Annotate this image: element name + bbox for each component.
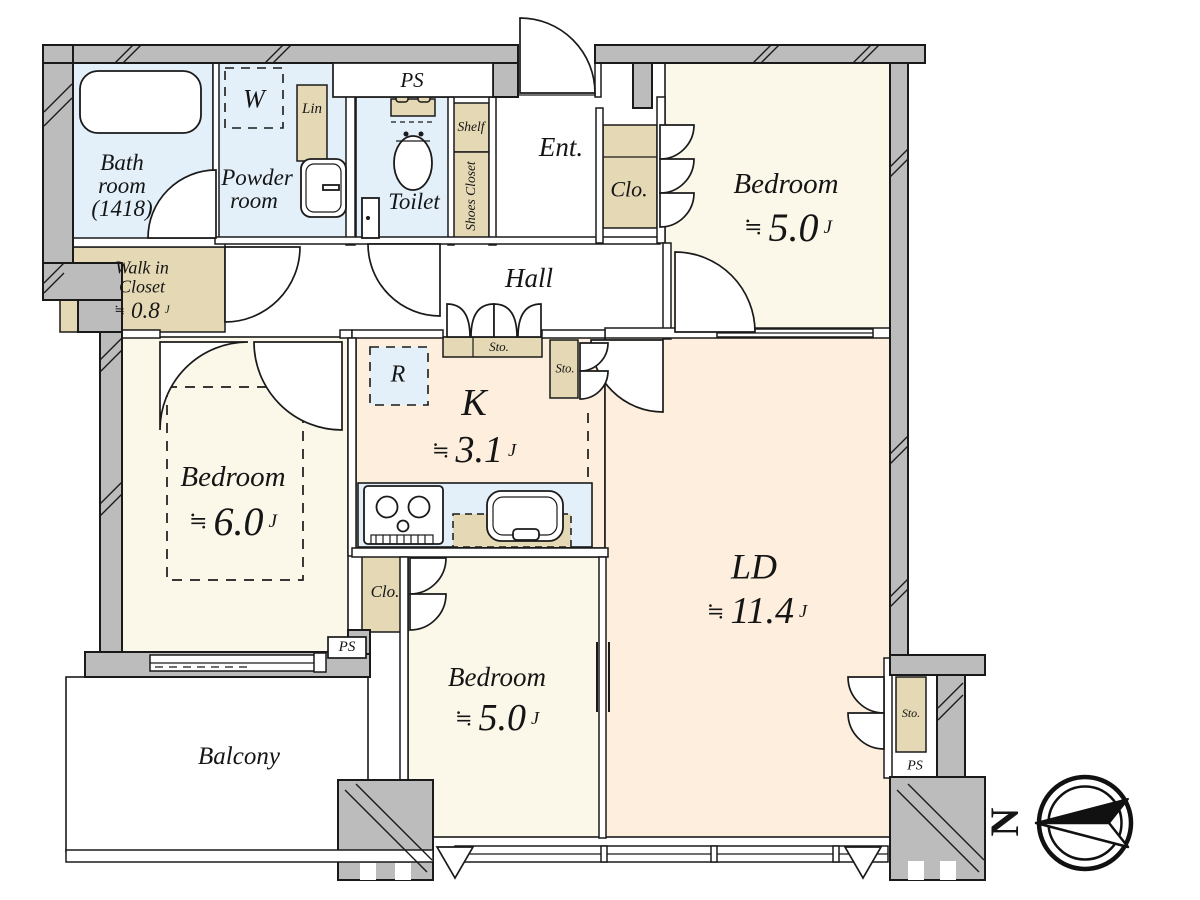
bedroom-s-label: Bedroom <box>448 661 546 692</box>
shelf-label: Shelf <box>457 118 485 134</box>
fixtures <box>79 67 589 581</box>
wic-label-1: Walk in <box>115 257 169 278</box>
wall-top-right <box>594 44 926 64</box>
storage-se-folding-doors <box>847 676 885 750</box>
window-flag-right <box>843 846 883 880</box>
wall-hatching <box>43 44 985 873</box>
compass-north-label: N <box>982 807 1028 837</box>
ps-sw-box <box>327 636 367 659</box>
window-flag-left <box>435 846 475 880</box>
bathtub <box>79 70 202 134</box>
kitchen-sink <box>486 490 564 542</box>
pipe-space-boxes <box>327 62 494 659</box>
bath-door <box>147 169 217 239</box>
doors <box>147 17 885 750</box>
wall-left-upper <box>42 62 74 264</box>
storage-se-box <box>895 676 927 753</box>
shoes-closet-label: Shoes Closet <box>462 161 478 231</box>
powder-room-label-2: room <box>230 188 278 214</box>
toilet-label: Toilet <box>388 189 440 215</box>
walk-in-closet-door <box>224 246 301 323</box>
compass-north-icon <box>1034 774 1134 872</box>
linen-box <box>296 84 328 162</box>
storage-tall-label: Sto. <box>555 361 575 376</box>
bedroom-ne-label: Bedroom <box>733 167 839 200</box>
washer-space <box>224 67 284 129</box>
storage-hall-folding-doors <box>446 303 542 338</box>
ps-se-label: PS <box>907 758 923 774</box>
bedroom-w-door-right <box>253 341 343 431</box>
sliding-door-track <box>596 642 598 712</box>
powder-room-label-1: Powder <box>221 165 293 191</box>
fridge-label: R <box>390 361 406 388</box>
stove <box>363 485 444 545</box>
balcony-label: Balcony <box>198 743 280 770</box>
wall-left-mid <box>99 331 123 653</box>
linen-label: Lin <box>301 101 323 118</box>
balcony-rail <box>65 849 434 863</box>
bedroom-w-door-left <box>159 341 249 431</box>
entrance-label: Ent. <box>538 131 584 162</box>
storage-hall-label: Sto. <box>489 339 509 355</box>
storage-se-label: Sto. <box>901 705 921 720</box>
ps-sw-label: PS <box>338 639 356 656</box>
ps-top-box <box>332 62 494 98</box>
bath-label-3: (1418) <box>91 196 153 222</box>
closet-s-folding-doors <box>409 557 447 631</box>
washer-label: W <box>243 84 265 114</box>
toilet-door <box>367 243 441 317</box>
living-dining-floor <box>604 336 891 838</box>
closet-entry-folding-doors <box>659 124 695 228</box>
closet-s-label: Clo. <box>370 582 400 602</box>
hall-label: Hall <box>504 262 554 293</box>
living-dining-label: LD <box>730 546 778 587</box>
bedroom-w-label: Bedroom <box>180 460 286 493</box>
fridge-space <box>369 346 429 406</box>
bath-label-1: Bath <box>100 150 144 176</box>
wic-label-2: Closet <box>118 276 166 297</box>
bed-placement-outline <box>166 386 304 581</box>
washbasin <box>300 158 347 218</box>
storage-tall-folding-doors <box>579 342 609 400</box>
kitchen-label: K <box>461 382 487 425</box>
ps-top-label: PS <box>400 68 424 93</box>
bedroom-ne-door <box>674 251 756 333</box>
storage-tall-box <box>549 339 579 399</box>
closet-entry-label: Clo. <box>610 176 648 202</box>
bath-label-2: room <box>98 173 146 199</box>
toilet <box>361 93 436 239</box>
windows <box>65 328 889 880</box>
exterior-walls <box>42 44 986 881</box>
entrance-door <box>519 17 596 94</box>
